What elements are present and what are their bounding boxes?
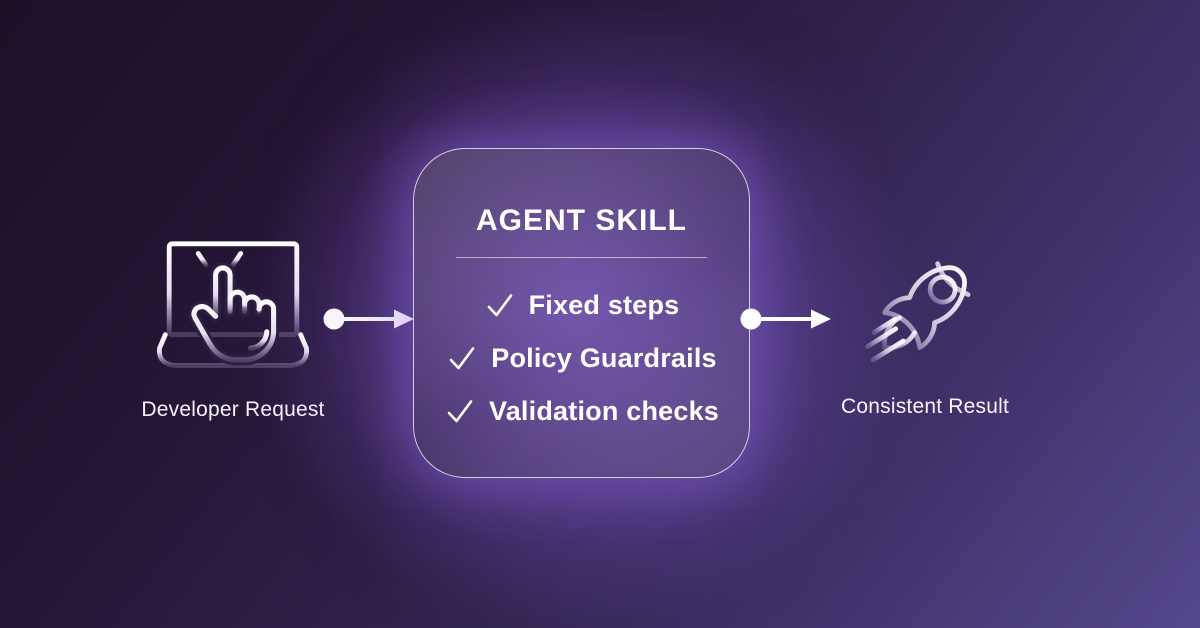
card-title: AGENT SKILL bbox=[476, 204, 687, 237]
arrow-card-to-output bbox=[740, 308, 831, 330]
arrowhead-icon bbox=[811, 309, 831, 329]
list-item: Validation checks bbox=[444, 393, 719, 429]
list-item-label: Fixed steps bbox=[528, 289, 680, 320]
checkmark-icon bbox=[487, 294, 512, 317]
list-item-label: Policy Guardrails bbox=[491, 342, 717, 373]
arrowhead-icon bbox=[394, 309, 414, 329]
tap-screen-icon bbox=[156, 241, 310, 369]
list-item: Fixed steps bbox=[484, 287, 680, 323]
list-item: Policy Guardrails bbox=[446, 340, 717, 376]
checkmark-icon bbox=[449, 347, 475, 370]
output-node-label: Consistent Result bbox=[841, 395, 1009, 418]
output-node: Consistent Result bbox=[841, 242, 1009, 419]
rocket-icon bbox=[865, 261, 971, 363]
checkmark-icon bbox=[447, 400, 473, 423]
list-item-label: Validation checks bbox=[489, 395, 719, 426]
skill-checklist: Fixed steps Policy Guardrails Validation… bbox=[444, 287, 719, 429]
connector-dot bbox=[740, 308, 762, 330]
pointer-hand-icon bbox=[191, 265, 277, 363]
input-node: Developer Request bbox=[141, 238, 325, 422]
arrow-input-to-card bbox=[323, 308, 414, 330]
input-node-label: Developer Request bbox=[141, 398, 325, 421]
connector-dot bbox=[323, 308, 345, 330]
agent-skill-card: AGENT SKILL Fixed steps Policy Guardrail… bbox=[413, 148, 750, 478]
speed-lines-icon bbox=[865, 316, 906, 363]
title-divider bbox=[456, 257, 707, 258]
